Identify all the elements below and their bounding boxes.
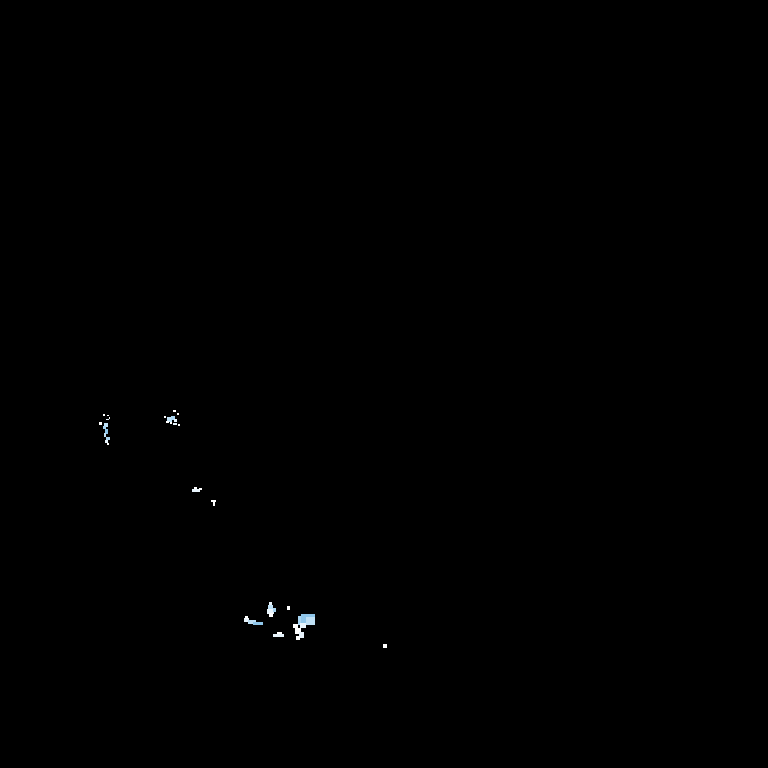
fragment-mark-upper-middle [190,487,204,495]
fragment-mark-middle [211,500,217,507]
screen-description: Almost entirely black screen capture wit… [0,0,1,1]
fragment-cluster-left [96,412,120,452]
screen-state-label: blank-screen [0,0,1,1]
fragment-cluster-center [163,410,185,438]
fragment-cluster-lower [243,598,388,656]
